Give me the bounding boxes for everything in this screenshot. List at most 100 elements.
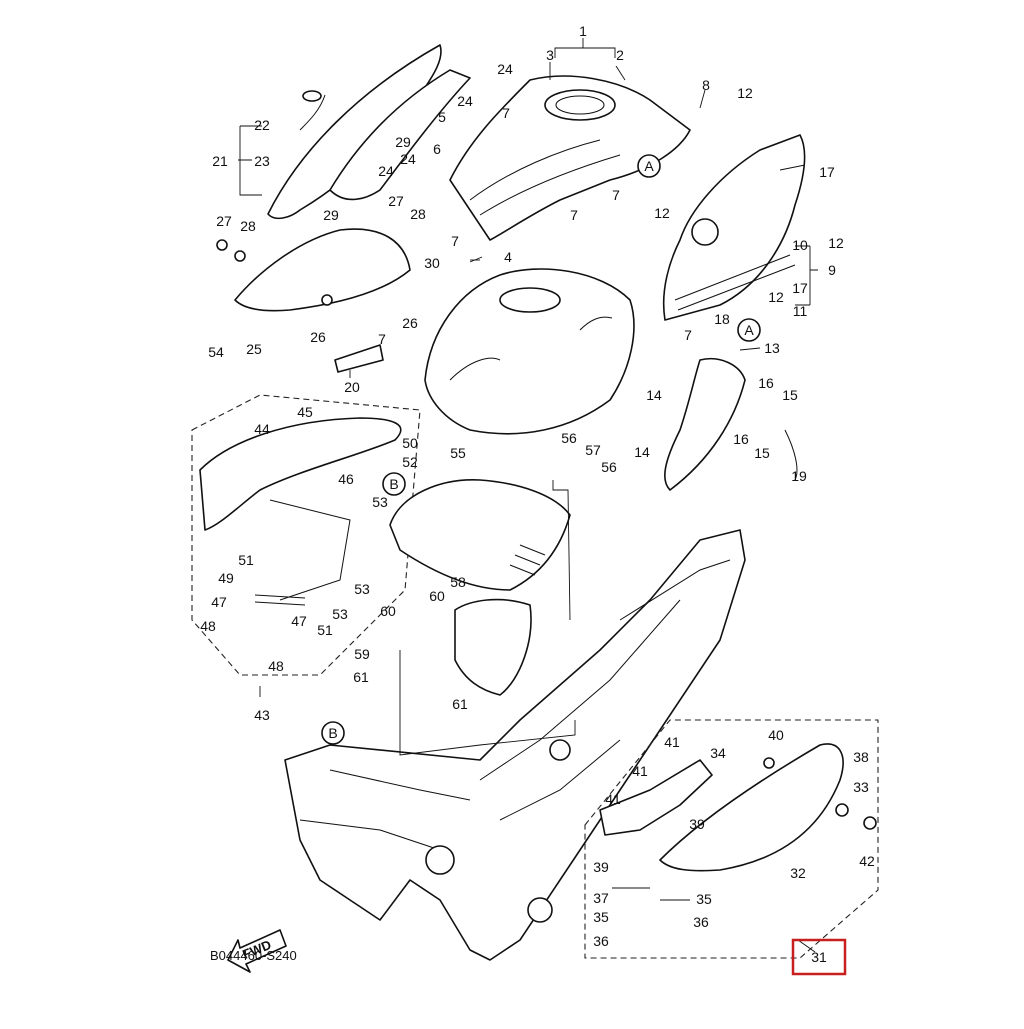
part-number: 7 <box>570 207 578 223</box>
fuel-tank-group <box>424 268 635 435</box>
part-number: 29 <box>323 207 339 223</box>
part-number: 18 <box>714 311 730 327</box>
part-number: 39 <box>689 816 705 832</box>
mount-icon <box>527 897 553 923</box>
screw-icon <box>863 816 877 830</box>
part-number: 53 <box>354 581 370 597</box>
group-43-outline <box>191 394 421 676</box>
part-number: 54 <box>208 344 224 360</box>
tank-filler-opening <box>499 287 561 313</box>
part-number: 14 <box>634 444 650 460</box>
collar-icon <box>321 294 333 306</box>
part-number: 3 <box>546 47 554 63</box>
part-number: 47 <box>211 594 227 610</box>
part-number: 5 <box>438 109 446 125</box>
left-duct-group <box>191 394 421 676</box>
part-number: 12 <box>768 289 784 305</box>
part-number: 24 <box>457 93 473 109</box>
part-number: 41 <box>605 791 621 807</box>
filler-cap-ring <box>544 89 616 121</box>
part-number: 36 <box>593 933 609 949</box>
main-frame <box>284 529 746 961</box>
part-number: 47 <box>291 613 307 629</box>
part-number: 4 <box>504 249 512 265</box>
part-number: 50 <box>402 435 418 451</box>
part-number: 2 <box>616 47 624 63</box>
part-number: 26 <box>402 315 418 331</box>
callout-label: A <box>644 158 654 174</box>
part-number: 53 <box>332 606 348 622</box>
airbox-group <box>389 479 571 696</box>
callout-A-circle <box>737 318 761 342</box>
part-number: 38 <box>853 749 869 765</box>
part-number: 28 <box>410 206 426 222</box>
cowl-bracket <box>599 759 713 836</box>
part-number: 9 <box>828 262 836 278</box>
part-number: 24 <box>497 61 513 77</box>
part-number: 7 <box>612 187 620 203</box>
tank-side-group <box>664 358 798 491</box>
part-number: 52 <box>402 454 418 470</box>
part-number: 16 <box>733 431 749 447</box>
highlight-box <box>791 938 847 976</box>
washer-icon <box>234 250 246 262</box>
part-number: 56 <box>561 430 577 446</box>
part-number: 27 <box>216 213 232 229</box>
part-number: 29 <box>395 134 411 150</box>
part-number-labels: 1 2 3 4 5 6 7 7 7 7 7 7 8 9 10 11 12 12 … <box>200 23 875 949</box>
part-number: 58 <box>450 574 466 590</box>
grommet-icon <box>302 90 322 102</box>
part-number: 15 <box>782 387 798 403</box>
grommet-icon <box>763 757 775 769</box>
part-number: 51 <box>317 622 333 638</box>
part-number: 56 <box>601 459 617 475</box>
part-number: 19 <box>791 468 807 484</box>
trim-strip <box>784 429 798 481</box>
part-number: 51 <box>238 552 254 568</box>
part-number: 24 <box>400 151 416 167</box>
group-31-outline <box>584 719 879 959</box>
part-number: 11 <box>793 303 808 319</box>
part-number: 61 <box>452 696 468 712</box>
callout-label: B <box>389 476 398 492</box>
part-number: 8 <box>702 77 710 93</box>
part-number: 43 <box>254 707 270 723</box>
emblem-strip-icon <box>334 344 384 373</box>
front-cowl-group <box>267 44 471 220</box>
part-number: 12 <box>654 205 670 221</box>
emblem-icon <box>691 218 719 246</box>
callout-label: A <box>744 322 754 338</box>
part-number: 45 <box>297 404 313 420</box>
part-number: 21 <box>212 153 228 169</box>
part-number: 60 <box>380 603 396 619</box>
part-number: 15 <box>754 445 770 461</box>
part-number: 33 <box>853 779 869 795</box>
part-number: 12 <box>737 85 753 101</box>
part-number: 59 <box>354 646 370 662</box>
part-number: 35 <box>593 909 609 925</box>
part-number: 46 <box>338 471 354 487</box>
part-number: 41 <box>632 763 648 779</box>
part-number: 24 <box>378 163 394 179</box>
damper-icon <box>835 803 849 817</box>
part-number: 16 <box>758 375 774 391</box>
callout-A-circle <box>637 154 661 178</box>
part-number: 12 <box>828 235 844 251</box>
part-number: 60 <box>429 588 445 604</box>
right-side-panel <box>662 134 806 321</box>
part-number: 13 <box>764 340 780 356</box>
air-duct-cover <box>199 417 402 531</box>
pivot-icon <box>425 845 455 875</box>
part-number: 44 <box>254 421 270 437</box>
tank-side-cover <box>664 358 746 491</box>
part-number: 17 <box>792 280 808 296</box>
part-number: 41 <box>664 734 680 750</box>
part-number: 20 <box>344 379 360 395</box>
lower-cowl-group <box>584 719 879 959</box>
part-number: 32 <box>790 865 806 881</box>
part-number-31: 31 <box>811 949 827 965</box>
part-number: 55 <box>450 445 466 461</box>
lower-cowl <box>659 743 844 872</box>
